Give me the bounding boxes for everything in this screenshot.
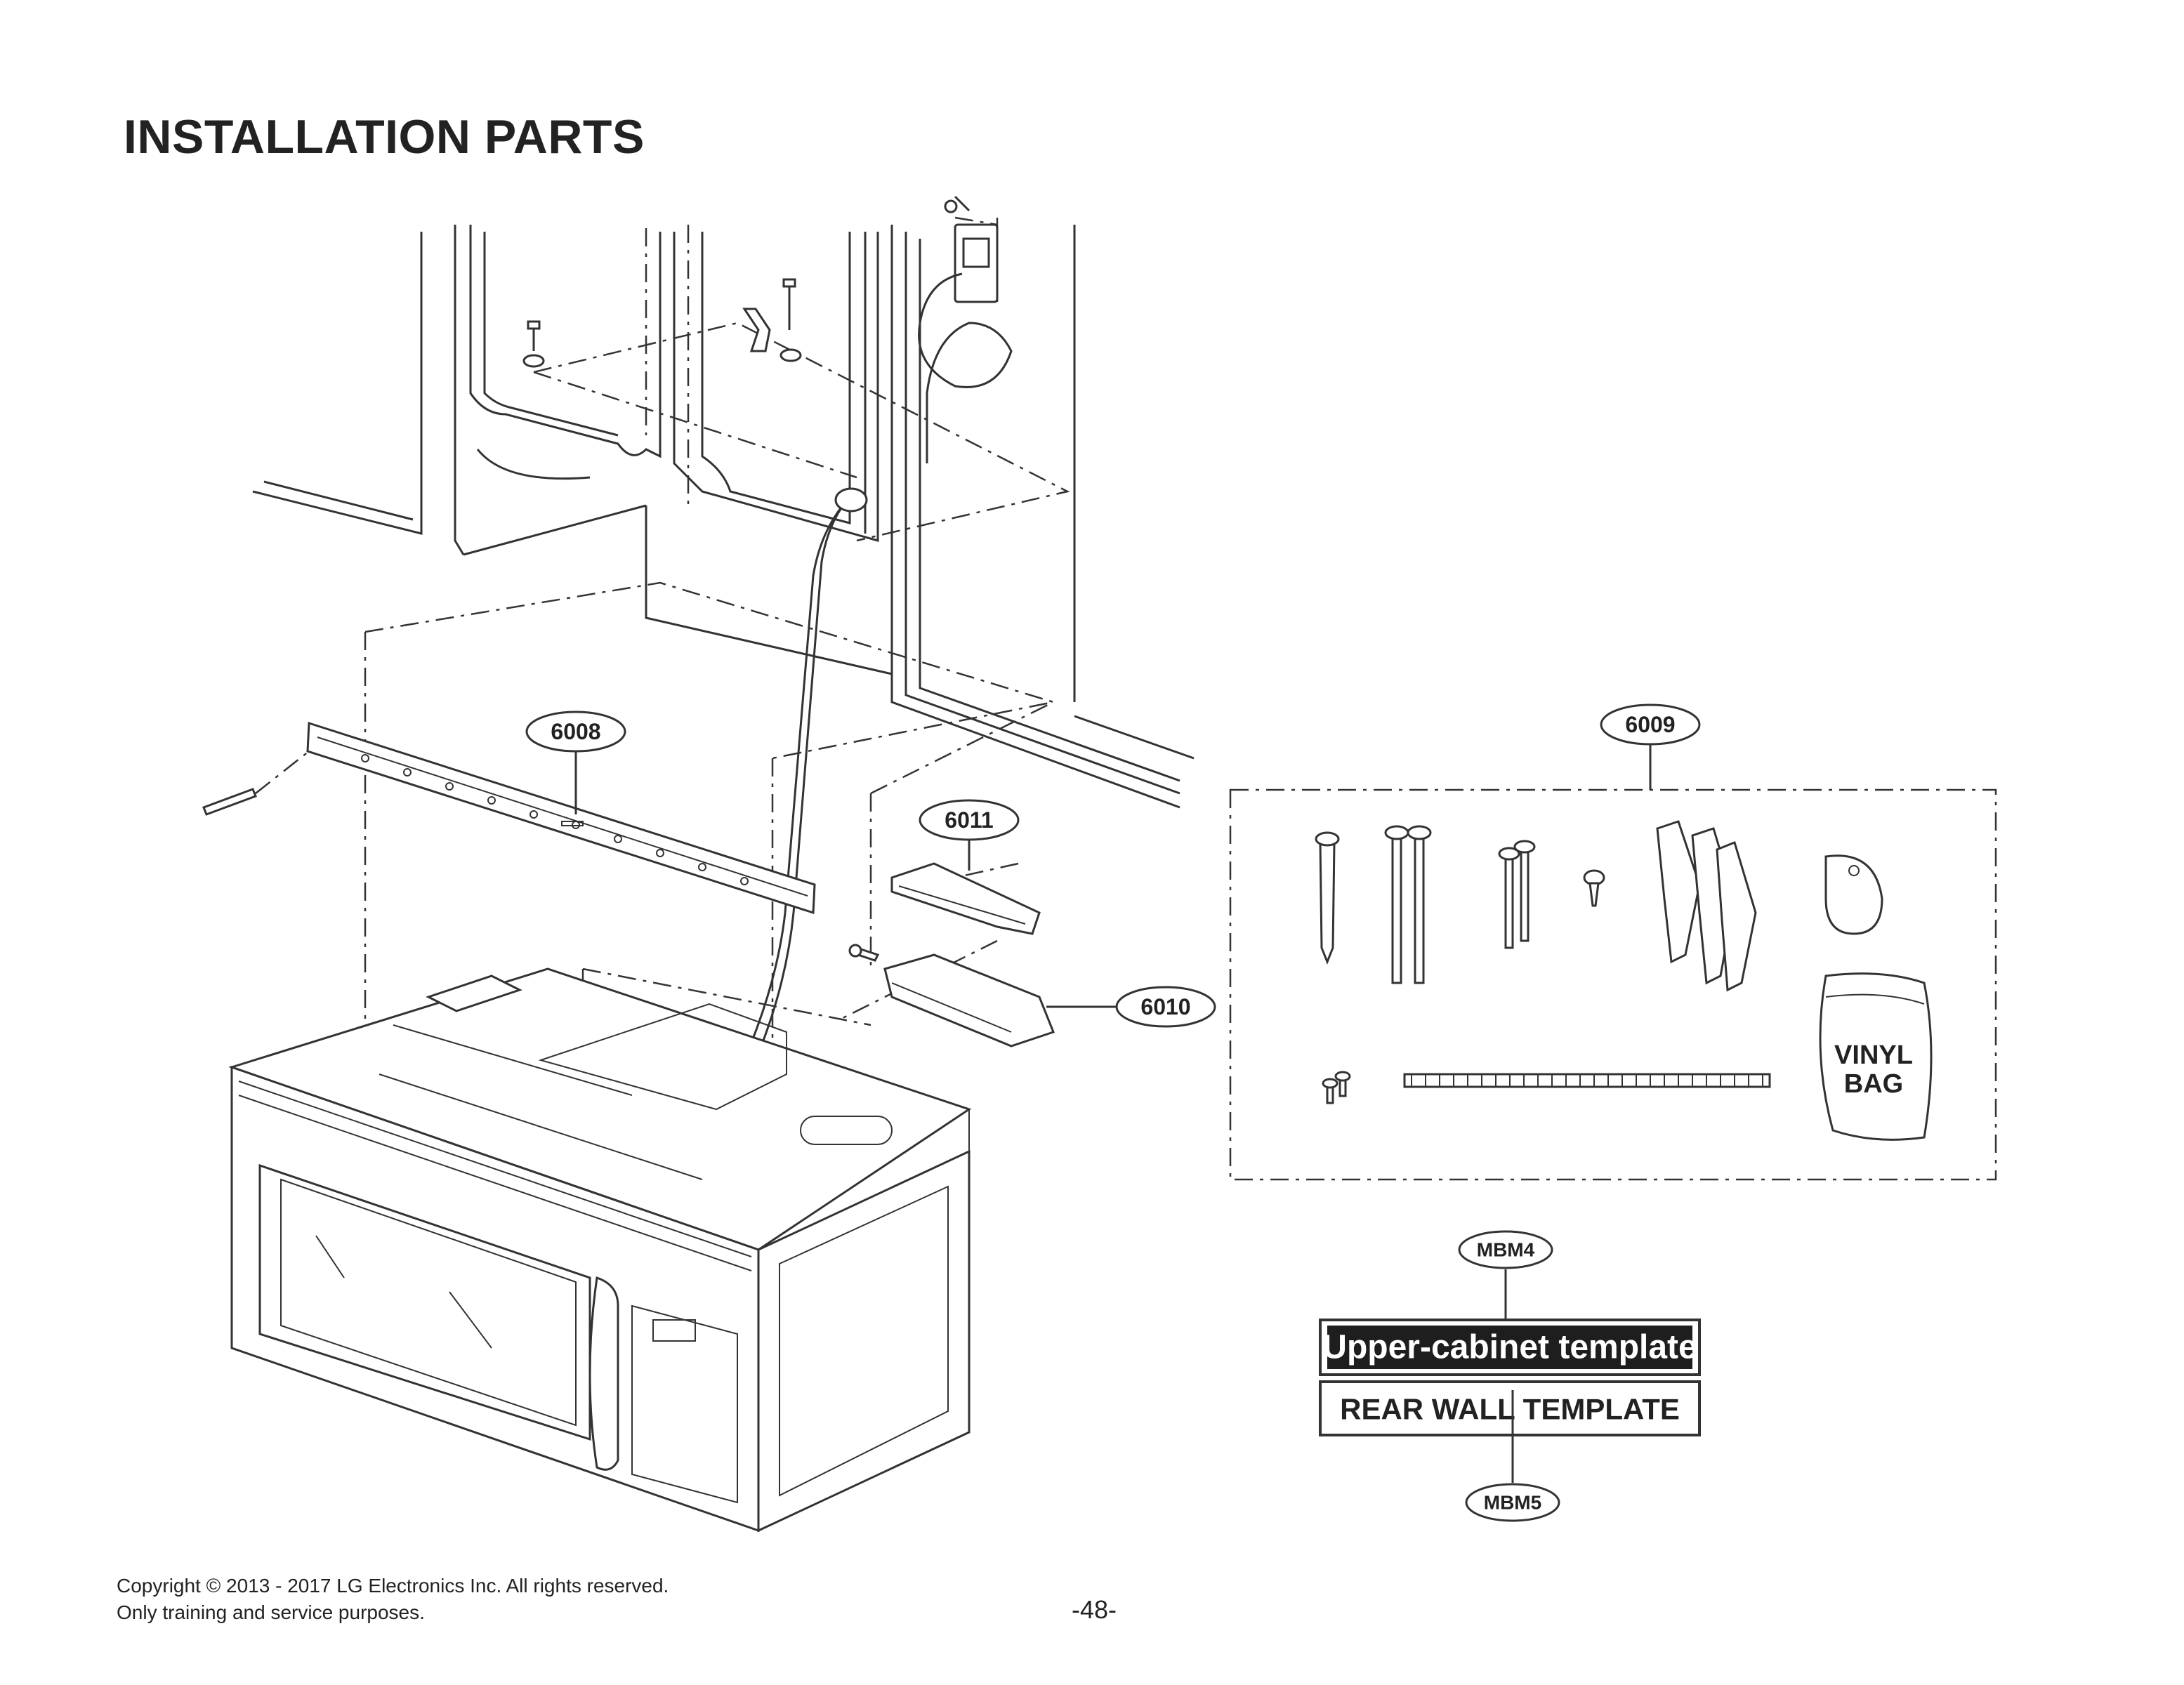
callout-mbm5: MBM5 — [1465, 1390, 1560, 1522]
copyright-notice: Copyright © 2013 - 2017 LG Electronics I… — [117, 1573, 669, 1626]
alignment-lines — [364, 216, 1076, 1194]
power-cord — [749, 223, 1013, 1054]
callout-6011-label: 6011 — [945, 807, 993, 833]
usage-note: Only training and service purposes. — [117, 1601, 425, 1623]
cover-part — [890, 862, 1041, 935]
upper-cabinet-template: Upper-cabinet template — [1319, 1319, 1701, 1376]
callout-6010: 6010 — [1046, 986, 1216, 1028]
parts-kit-box: VINYL BAG — [1229, 744, 1997, 1181]
callout-6008: 6008 — [525, 711, 626, 814]
callout-6008-label: 6008 — [551, 719, 600, 744]
vinyl-bag-label-line1: VINYL — [1834, 1040, 1913, 1070]
callout-6010-label: 6010 — [1140, 994, 1190, 1019]
cabinet-bolts — [522, 195, 971, 368]
upper-cabinets — [252, 225, 1195, 809]
callout-mbm4: MBM4 — [1458, 1230, 1553, 1320]
mounting-plate — [202, 721, 816, 915]
rear-wall-template: REAR WALL TEMPLATE — [1319, 1380, 1701, 1436]
box-part — [848, 944, 1055, 1048]
copyright-line: Copyright © 2013 - 2017 LG Electronics I… — [117, 1575, 669, 1597]
page-title: INSTALLATION PARTS — [124, 110, 645, 164]
callout-6009: 6009 — [1600, 703, 1701, 746]
callout-mbm4-label: MBM4 — [1477, 1239, 1535, 1261]
callout-6011: 6011 — [919, 799, 1020, 871]
rear-wall-template-label: REAR WALL TEMPLATE — [1340, 1393, 1680, 1426]
upper-cabinet-template-label: Upper-cabinet template — [1322, 1329, 1697, 1366]
vinyl-bag-label-line2: BAG — [1844, 1069, 1903, 1099]
page-number: -48- — [1072, 1595, 1117, 1624]
microwave-oven — [228, 967, 972, 1533]
callout-mbm5-label: MBM5 — [1484, 1492, 1541, 1514]
callout-6009-label: 6009 — [1625, 712, 1675, 737]
